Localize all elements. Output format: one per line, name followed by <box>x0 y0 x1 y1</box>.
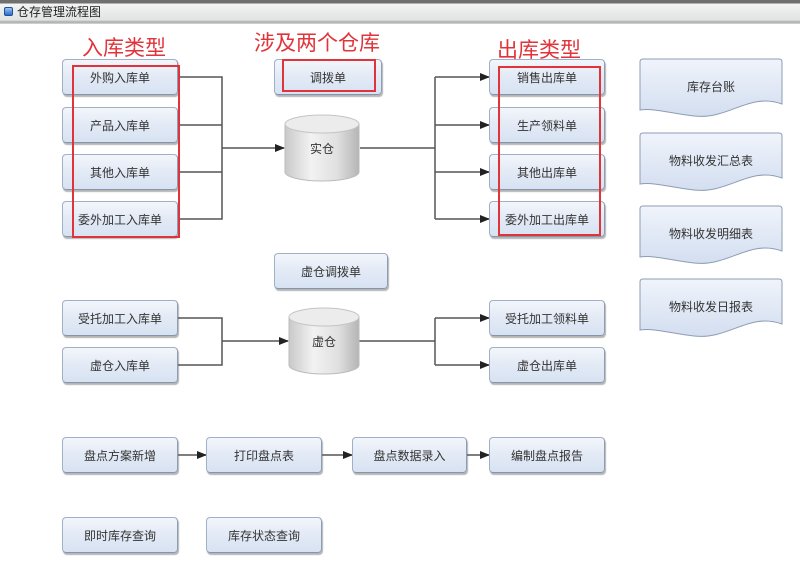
node-virtual-transfer[interactable]: 虚仓调拨单 <box>274 253 388 289</box>
real-warehouse-store[interactable]: 实仓 <box>284 114 360 182</box>
node-label: 盘点方案新增 <box>83 448 156 463</box>
database-cylinder-icon <box>284 114 360 182</box>
node-stocktake-data-entry[interactable]: 盘点数据录入 <box>352 437 467 473</box>
document-shape-icon <box>639 205 783 264</box>
node-label: 生产领料单 <box>516 118 577 133</box>
node-production-requisition[interactable]: 生产领料单 <box>489 107 605 143</box>
connector-virtual-inbound <box>178 317 223 366</box>
window-titlebar: 仓存管理流程图 <box>0 0 800 24</box>
virtual-warehouse-store[interactable]: 虚仓 <box>288 307 360 375</box>
node-label: 其他入库单 <box>89 165 150 180</box>
node-print-stocktake-sheet[interactable]: 打印盘点表 <box>206 437 322 473</box>
node-label: 虚仓出库单 <box>516 358 577 373</box>
node-label: 即时库存查询 <box>83 528 156 543</box>
node-label: 盘点数据录入 <box>373 448 446 463</box>
node-transfer-order[interactable]: 调拨单 <box>274 59 382 95</box>
node-label: 编制盘点报告 <box>510 448 583 463</box>
node-other-outbound[interactable]: 其他出库单 <box>489 154 605 190</box>
node-label: 外购入库单 <box>89 70 150 85</box>
connector-inbound-1 <box>178 76 223 220</box>
node-label: 销售出库单 <box>516 70 577 85</box>
report-stock-ledger[interactable]: 库存台账 <box>639 58 783 118</box>
annotation-inbound-types: 入库类型 <box>82 36 166 60</box>
node-sales-outbound[interactable]: 销售出库单 <box>489 59 605 95</box>
store-label: 实仓 <box>309 142 334 156</box>
node-label: 受托加工入库单 <box>77 311 162 326</box>
document-shape-icon <box>639 278 783 337</box>
report-material-summary[interactable]: 物料收发汇总表 <box>639 132 783 192</box>
document-shape-icon <box>639 132 783 191</box>
node-stocktake-plan-new[interactable]: 盘点方案新增 <box>62 437 178 473</box>
node-consigned-processing-requisition[interactable]: 受托加工领料单 <box>489 300 605 336</box>
node-label: 产品入库单 <box>89 118 150 133</box>
node-label: 虚仓入库单 <box>89 358 150 373</box>
document-shape-icon <box>639 58 783 117</box>
node-label: 调拨单 <box>309 70 346 85</box>
database-cylinder-icon <box>288 307 360 375</box>
node-label: 库存状态查询 <box>227 528 300 543</box>
window-app-icon <box>4 7 13 16</box>
node-consigned-processing-inbound[interactable]: 受托加工入库单 <box>62 300 178 336</box>
report-label: 物料收发日报表 <box>668 300 753 314</box>
store-label: 虚仓 <box>311 335 336 349</box>
node-label: 委外加工出库单 <box>504 212 589 227</box>
node-other-inbound[interactable]: 其他入库单 <box>62 154 178 190</box>
report-label: 物料收发汇总表 <box>668 154 753 168</box>
node-stock-status-query[interactable]: 库存状态查询 <box>206 517 322 553</box>
annotation-two-warehouses: 涉及两个仓库 <box>254 31 380 55</box>
report-label: 库存台账 <box>686 80 735 94</box>
node-outsourced-processing-inbound[interactable]: 委外加工入库单 <box>62 201 178 237</box>
report-material-daily[interactable]: 物料收发日报表 <box>639 278 783 338</box>
node-outsourced-processing-outbound[interactable]: 委外加工出库单 <box>489 201 605 237</box>
report-material-detail[interactable]: 物料收发明细表 <box>639 205 783 265</box>
node-label: 委外加工入库单 <box>77 212 162 227</box>
node-purchase-inbound[interactable]: 外购入库单 <box>62 59 178 95</box>
node-product-inbound[interactable]: 产品入库单 <box>62 107 178 143</box>
node-label: 其他出库单 <box>516 165 577 180</box>
node-stocktake-report[interactable]: 编制盘点报告 <box>489 437 605 473</box>
report-label: 物料收发明细表 <box>668 227 753 241</box>
window-title: 仓存管理流程图 <box>17 5 102 19</box>
node-label: 受托加工领料单 <box>504 311 589 326</box>
node-virtual-inbound[interactable]: 虚仓入库单 <box>62 347 178 383</box>
node-label: 打印盘点表 <box>233 448 294 463</box>
node-virtual-outbound[interactable]: 虚仓出库单 <box>489 347 605 383</box>
node-instant-stock-query[interactable]: 即时库存查询 <box>62 517 178 553</box>
annotation-outbound-types: 出库类型 <box>497 38 581 62</box>
node-label: 虚仓调拨单 <box>300 264 361 279</box>
